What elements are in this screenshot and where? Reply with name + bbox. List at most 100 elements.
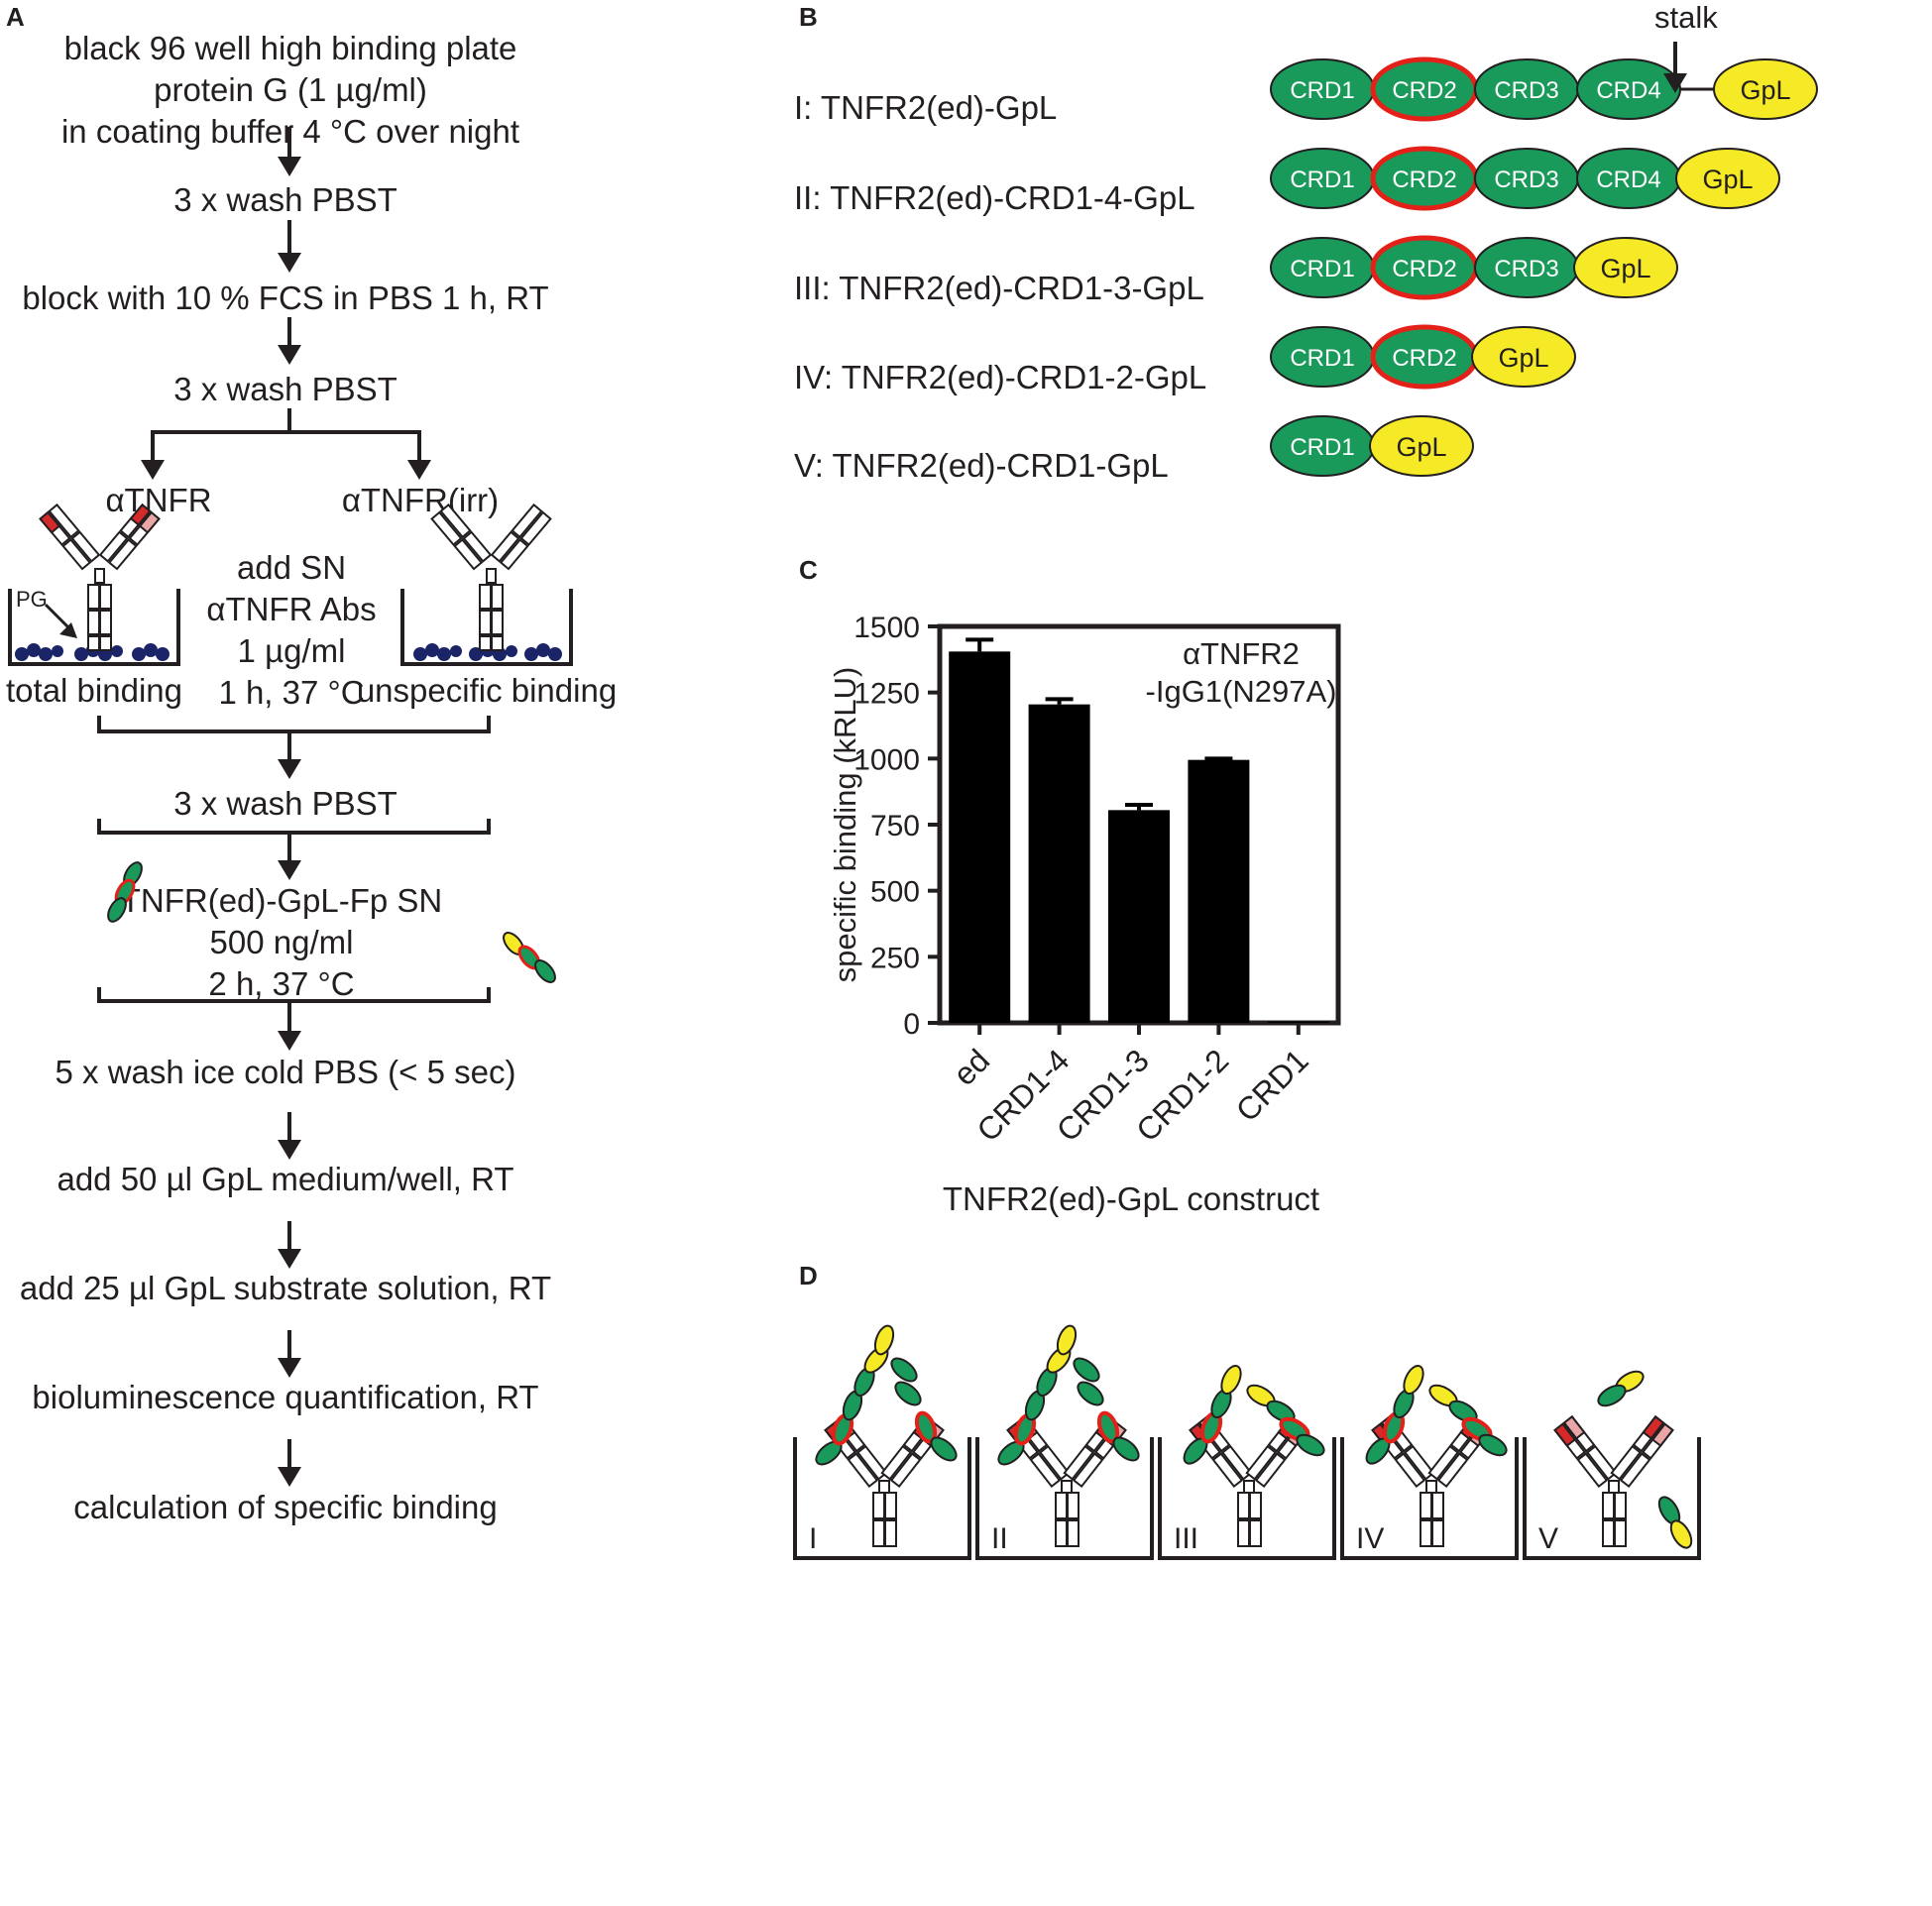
fc-segment <box>1237 1492 1250 1519</box>
x-tick-label-ed: ed <box>947 1042 997 1092</box>
receptor-domain <box>1403 1364 1424 1396</box>
coating-line-2: protein G (1 µg/ml) <box>154 71 427 108</box>
panel-d-label: D <box>799 1261 818 1290</box>
well-I: I <box>793 1324 971 1560</box>
tnfr-sn-line-3: 2 h, 37 °C <box>208 965 355 1002</box>
receptor-domain <box>1478 1433 1508 1457</box>
y-tick-label: 500 <box>870 876 920 909</box>
crd-label-1-2: CRD2 <box>1392 77 1456 104</box>
fc-segment <box>1067 1519 1080 1547</box>
soluble-receptor-left <box>107 861 143 923</box>
stalk-label: stalk <box>1654 0 1718 35</box>
fab-segment <box>1029 1452 1062 1489</box>
fab-segment <box>880 1444 913 1481</box>
bar-CRD1-3 <box>1108 810 1170 1023</box>
bar-ed <box>949 651 1011 1023</box>
total-binding-label: total binding <box>6 672 182 709</box>
crd-label-3-3: CRD3 <box>1494 256 1558 282</box>
binding-bar-chart: 0250500750100012501500edCRD1-4CRD1-3CRD1… <box>828 612 1341 1217</box>
well-label-I: I <box>809 1522 817 1555</box>
receptor-domain <box>894 1381 922 1406</box>
construct-name-1: I: TNFR2(ed)-GpL <box>794 89 1058 126</box>
soluble-receptor-right <box>503 932 556 983</box>
gpl-label-1: GpL <box>1740 75 1790 105</box>
gpl-domain-3 <box>1573 237 1678 298</box>
fc-segment <box>1614 1519 1627 1547</box>
well-outline <box>1523 1437 1701 1560</box>
well-III: III <box>1158 1364 1336 1560</box>
hinge <box>1243 1480 1255 1494</box>
crd-label-3-2: CRD2 <box>1392 256 1456 282</box>
fab-arm <box>1610 1414 1674 1489</box>
receptor-domain <box>873 1324 895 1356</box>
gpl-domain-1 <box>1713 58 1818 120</box>
hinge <box>1061 1480 1073 1494</box>
well-II: II <box>975 1324 1154 1560</box>
well-IV: IV <box>1340 1364 1519 1560</box>
panel-c-label: C <box>799 555 818 585</box>
well-outline <box>975 1437 1154 1560</box>
calculation-step: calculation of specific binding <box>73 1489 498 1525</box>
chart-annotation-2: -IgG1(N297A) <box>1146 674 1337 709</box>
fc-segment <box>1237 1519 1250 1547</box>
x-axis-label: TNFR2(ed)-GpL construct <box>943 1180 1319 1217</box>
fc-segment <box>1420 1519 1432 1547</box>
y-tick-label: 750 <box>870 810 920 842</box>
fc-segment <box>1602 1492 1615 1519</box>
add-sn-line-1: add SN <box>236 549 347 586</box>
gpl-label-4: GpL <box>1498 343 1548 373</box>
branch-atnfr-irr-label: αTNFR(irr) <box>341 482 500 518</box>
fab-segment <box>889 1452 922 1489</box>
add-sn-line-4: 1 h, 37 °C <box>218 674 365 711</box>
receptor-domain <box>1220 1364 1242 1396</box>
receptor-domain <box>1077 1381 1104 1406</box>
fab-segment <box>847 1452 879 1489</box>
fab-segment <box>1576 1452 1609 1489</box>
fab-segment <box>1254 1452 1287 1489</box>
crd-label-2-2: CRD2 <box>1392 167 1456 193</box>
receptor-domain <box>1112 1436 1140 1462</box>
panel-b-label: B <box>799 2 818 32</box>
paratope-light <box>1650 1422 1674 1448</box>
coating-line-1: black 96 well high binding plate <box>63 30 517 66</box>
crd-label-4-1: CRD1 <box>1290 345 1354 372</box>
well-V: V <box>1523 1370 1701 1560</box>
fab-segment <box>1211 1452 1244 1489</box>
receptor-domain <box>1669 1519 1693 1549</box>
construct-name-5: V: TNFR2(ed)-CRD1-GpL <box>794 447 1169 484</box>
crd-label-1-1: CRD1 <box>1290 77 1354 104</box>
paratope-light <box>1562 1414 1586 1440</box>
well-outline <box>1340 1437 1519 1560</box>
receptor-domain <box>1056 1324 1078 1356</box>
gpl-domain-5 <box>1369 415 1474 477</box>
unspecific-binding-label: unspecific binding <box>356 672 618 709</box>
fab-segment <box>1245 1444 1278 1481</box>
unspecific-binding-well <box>400 503 573 666</box>
y-tick-label: 1500 <box>853 612 920 644</box>
flow-arrowheads <box>141 157 431 1487</box>
gpl-label-2: GpL <box>1702 165 1753 194</box>
crd-label-1-4: CRD4 <box>1596 77 1660 104</box>
stalk-arrow <box>1663 73 1687 93</box>
bar-CRD1-2 <box>1188 759 1250 1023</box>
wash-step-1: 3 x wash PBST <box>173 181 398 218</box>
fc-segment <box>872 1492 885 1519</box>
crd-label-2-4: CRD4 <box>1596 167 1660 193</box>
fc-segment <box>1067 1492 1080 1519</box>
y-tick-label: 0 <box>903 1008 920 1041</box>
gpl-label-3: GpL <box>1600 254 1650 283</box>
fab-segment <box>1394 1452 1426 1489</box>
flow-lines <box>97 127 491 1469</box>
block-step: block with 10 % FCS in PBS 1 h, RT <box>22 280 549 316</box>
wash-step-2: 3 x wash PBST <box>173 371 398 407</box>
crd-label-3-1: CRD1 <box>1290 256 1354 282</box>
construct-name-3: III: TNFR2(ed)-CRD1-3-GpL <box>794 270 1204 306</box>
protein-g-label: PG <box>16 587 48 612</box>
receptor-domain <box>930 1436 958 1462</box>
gpl-domain-4 <box>1471 326 1576 388</box>
quantification-step: bioluminescence quantification, RT <box>32 1379 539 1415</box>
well-outline <box>1158 1437 1336 1560</box>
well-label-II: II <box>991 1522 1008 1555</box>
panel-a-flow-diagram <box>8 127 573 1487</box>
